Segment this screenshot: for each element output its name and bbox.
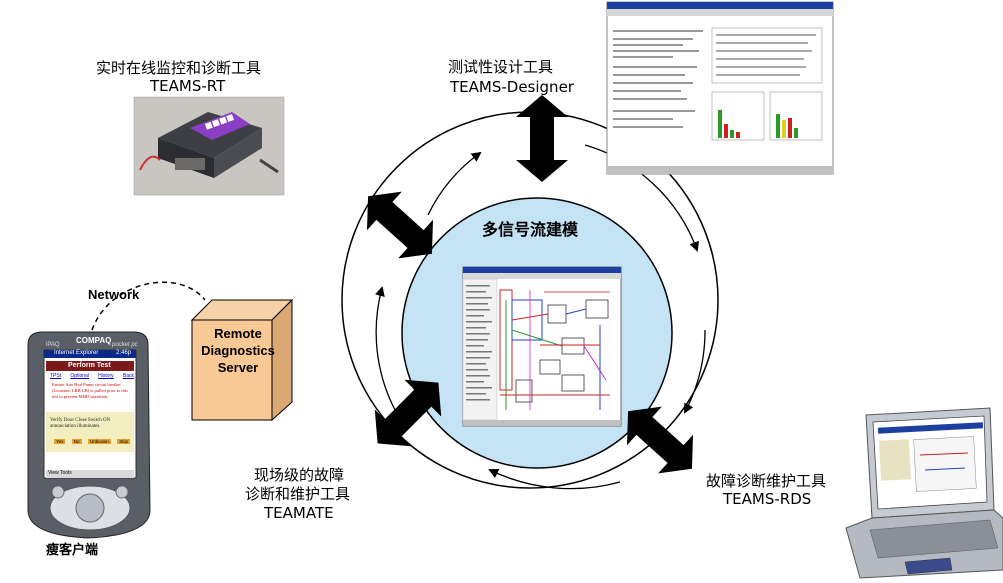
flow-arrow-left bbox=[375, 286, 396, 411]
server-label-line3: Server bbox=[217, 360, 259, 375]
pda-bottom-bar[interactable]: View Tools bbox=[48, 470, 72, 476]
flow-arrow-right bbox=[684, 329, 706, 414]
server-box bbox=[190, 298, 294, 422]
server-label-line2: Diagnostics bbox=[201, 343, 275, 358]
hardware-board-image: ■■■■ bbox=[133, 96, 285, 196]
double-arrow-left-upper bbox=[366, 191, 434, 259]
pda-buttons: Yes No Unknown Skip bbox=[54, 439, 130, 444]
network-label: Network bbox=[88, 287, 140, 302]
designer-label-cn: 测试性设计工具 bbox=[448, 58, 554, 76]
teamate-label-line1: 现场级的故障 bbox=[254, 466, 345, 484]
network-link bbox=[91, 281, 206, 331]
rt-label-en: TEAMS-RT bbox=[150, 77, 226, 95]
model-screenshot bbox=[462, 266, 622, 427]
rt-label-cn: 实时在线监控和诊断工具 bbox=[96, 59, 262, 77]
pda-brand: COMPAQ bbox=[76, 336, 112, 345]
teamate-label-line3: TEAMATE bbox=[264, 504, 334, 522]
double-arrow-top bbox=[516, 95, 568, 182]
pda-model: iPAQ bbox=[46, 342, 60, 348]
pda-app-title: Internet Explorer bbox=[54, 350, 99, 356]
rds-label-en: TEAMS-RDS bbox=[723, 490, 812, 508]
pda-menu: TPSt Optional History Back bbox=[50, 373, 134, 379]
pda-skip-button[interactable]: Skip bbox=[117, 439, 130, 444]
pda-menu-optional[interactable]: Optional bbox=[70, 373, 89, 379]
pda-unknown-button[interactable]: Unknown bbox=[88, 439, 111, 444]
flow-arrow-top-left bbox=[427, 151, 482, 216]
flow-arrow-bottom bbox=[488, 468, 621, 490]
laptop-device bbox=[845, 407, 1003, 579]
pda-device bbox=[27, 331, 151, 539]
pda-message-2: Verify Door Close Switch ON annunciation… bbox=[50, 418, 111, 429]
center-title: 多信号流建模 bbox=[482, 220, 579, 239]
flow-arrow-top-right bbox=[584, 144, 699, 252]
pda-no-button[interactable]: No bbox=[71, 439, 82, 444]
teamate-label-line2: 诊断和维护工具 bbox=[245, 485, 351, 503]
server-label-line1: Remote bbox=[214, 326, 262, 341]
pda-page-title: Perform Test bbox=[68, 362, 111, 369]
pda-time: 2:46p bbox=[116, 350, 132, 356]
rds-label-cn: 故障诊断维护工具 bbox=[706, 472, 827, 490]
pda-subtitle: pocket pc bbox=[112, 342, 138, 348]
double-arrow-left-lower bbox=[374, 379, 442, 447]
pda-yes-button[interactable]: Yes bbox=[54, 439, 66, 444]
pda-caption: 瘦客户端 bbox=[46, 543, 99, 558]
pda-menu-tpst[interactable]: TPSt bbox=[50, 373, 62, 379]
pda-menu-history[interactable]: History bbox=[98, 373, 114, 379]
designer-label-en: TEAMS-Designer bbox=[450, 78, 574, 96]
designer-screenshot bbox=[606, 1, 834, 175]
server-label: Remote Diagnostics Server bbox=[196, 325, 280, 376]
pda-menu-back[interactable]: Back bbox=[122, 373, 134, 379]
pda-message-1: Ensure Aux Hyd Pump circuit breaker (Loc… bbox=[52, 382, 128, 399]
double-arrow-right-lower bbox=[626, 406, 694, 474]
